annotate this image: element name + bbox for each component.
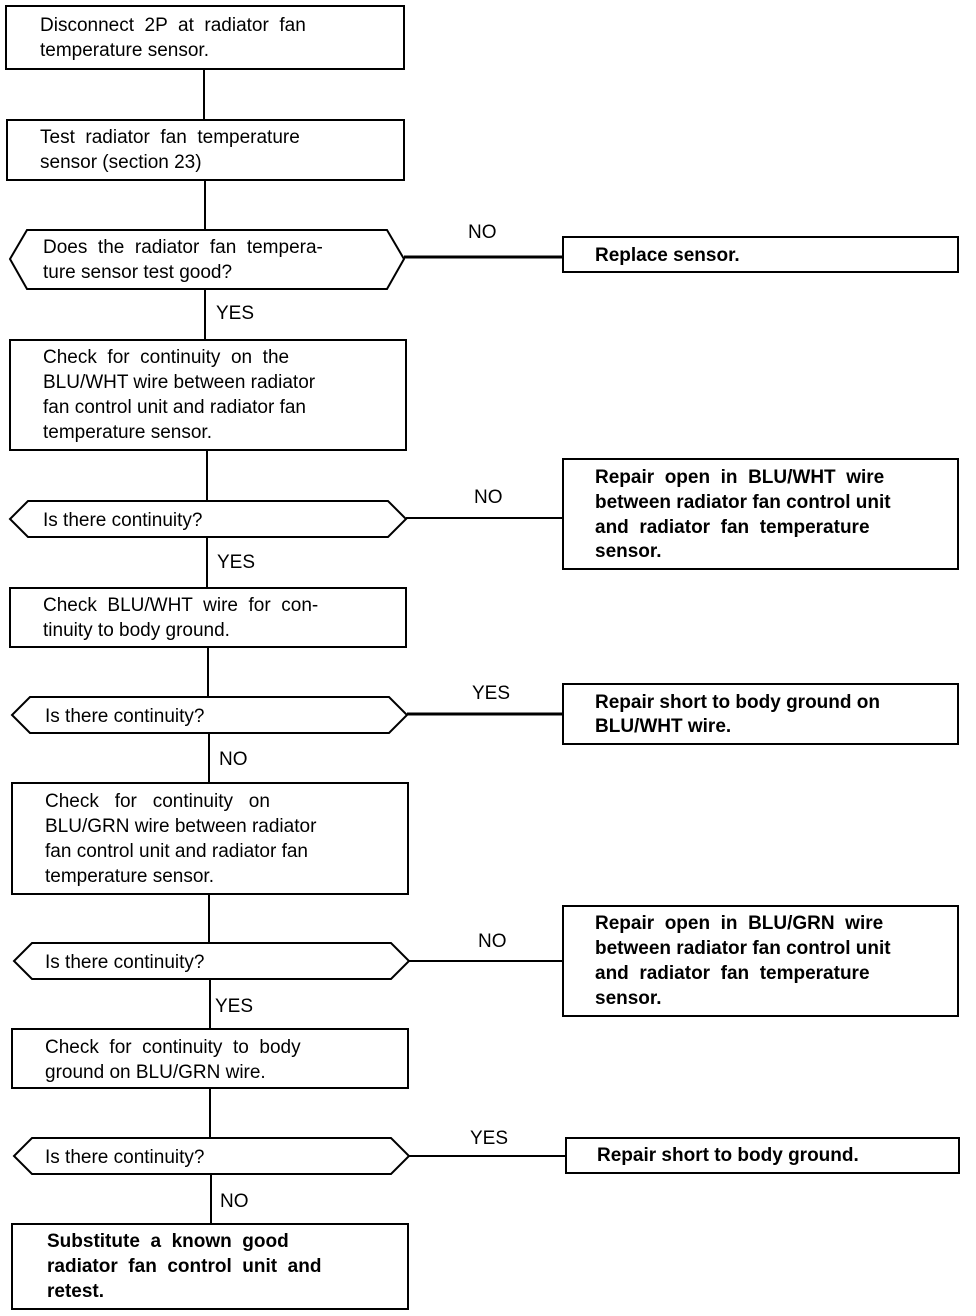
action-repair-open-blu-grn-line-3: and radiator fan temperature [595, 963, 870, 984]
action-repair-short-blu-wht-line-2: BLU/WHT wire. [595, 716, 731, 737]
decision-continuity-4-shape [12, 1137, 411, 1175]
action-repair-open-blu-wht-box [562, 458, 959, 570]
label-d5-side: YES [470, 1128, 508, 1149]
action-repair-open-blu-wht-line-4: sensor. [595, 541, 662, 562]
step-check-blu-grn-line-4: temperature sensor. [45, 866, 214, 887]
action-repair-open-blu-wht-line-1: Repair open in BLU/WHT wire [595, 467, 884, 488]
step-disconnect-box [5, 5, 405, 70]
decision-continuity-2-shape [10, 696, 409, 734]
action-repair-open-blu-wht-line-2: between radiator fan control unit [595, 492, 891, 513]
label-d4-down: YES [215, 996, 253, 1017]
step-substitute-line-3: retest. [47, 1281, 104, 1302]
decision-sensor-test-line-1: Does the radiator fan tempera- [43, 237, 323, 258]
decision-continuity-1-text: Is there continuity? [43, 510, 202, 531]
step-check-blu-wht-line-4: temperature sensor. [43, 422, 212, 443]
step-disconnect-line-2: temperature sensor. [40, 40, 209, 61]
step-check-blu-wht-line-1: Check for continuity on the [43, 347, 289, 368]
action-repair-open-blu-grn-line-1: Repair open in BLU/GRN wire [595, 913, 883, 934]
label-d2-side: NO [474, 487, 503, 508]
step-test-sensor-box [6, 119, 405, 181]
step-check-blu-grn-line-2: BLU/GRN wire between radiator [45, 816, 317, 837]
step-test-sensor-line-2: sensor (section 23) [40, 152, 202, 173]
step-substitute-line-2: radiator fan control unit and [47, 1256, 321, 1277]
decision-continuity-3-text: Is there continuity? [45, 952, 204, 973]
action-repair-short-text: Repair short to body ground. [597, 1145, 859, 1166]
step-disconnect-line-1: Disconnect 2P at radiator fan [40, 15, 306, 36]
step-check-blu-wht-line-3: fan control unit and radiator fan [43, 397, 306, 418]
label-d5-down: NO [220, 1191, 249, 1212]
action-replace-sensor-box [562, 236, 959, 273]
label-d1-side: NO [468, 222, 497, 243]
action-repair-open-blu-wht-line-3: and radiator fan temperature [595, 517, 870, 538]
decision-sensor-test-line-2: ture sensor test good? [43, 262, 232, 283]
action-replace-sensor-text: Replace sensor. [595, 245, 740, 266]
decision-sensor-test-shape [8, 229, 406, 290]
decision-continuity-3-shape [12, 942, 411, 980]
step-check-blu-grn-line-3: fan control unit and radiator fan [45, 841, 308, 862]
step-check-blu-grn-box [11, 782, 409, 895]
step-substitute-box [11, 1223, 409, 1310]
step-check-blu-wht-ground-line-2: tinuity to body ground. [43, 620, 230, 641]
step-check-blu-wht-ground-line-1: Check BLU/WHT wire for con- [43, 595, 318, 616]
decision-continuity-1-shape [8, 500, 408, 538]
action-repair-short-box [565, 1137, 960, 1174]
label-d2-down: YES [217, 552, 255, 573]
action-repair-short-blu-wht-line-1: Repair short to body ground on [595, 692, 880, 713]
label-d3-side: YES [472, 683, 510, 704]
label-d1-down: YES [216, 303, 254, 324]
step-check-blu-grn-ground-line-2: ground on BLU/GRN wire. [45, 1062, 266, 1083]
decision-continuity-2-text: Is there continuity? [45, 706, 204, 727]
decision-continuity-4-text: Is there continuity? [45, 1147, 204, 1168]
step-substitute-line-1: Substitute a known good [47, 1231, 289, 1252]
label-d4-side: NO [478, 931, 507, 952]
step-check-blu-grn-ground-box [11, 1028, 409, 1089]
label-d3-down: NO [219, 749, 248, 770]
step-check-blu-grn-ground-line-1: Check for continuity to body [45, 1037, 301, 1058]
step-check-blu-wht-line-2: BLU/WHT wire between radiator [43, 372, 316, 393]
action-repair-short-blu-wht-box [562, 683, 959, 745]
step-test-sensor-line-1: Test radiator fan temperature [40, 127, 300, 148]
action-repair-open-blu-grn-line-2: between radiator fan control unit [595, 938, 891, 959]
action-repair-open-blu-grn-line-4: sensor. [595, 988, 662, 1009]
action-repair-open-blu-grn-box [562, 905, 959, 1017]
step-check-blu-grn-line-1: Check for continuity on [45, 791, 270, 812]
step-check-blu-wht-box [9, 339, 407, 451]
step-check-blu-wht-ground-box [9, 587, 407, 648]
